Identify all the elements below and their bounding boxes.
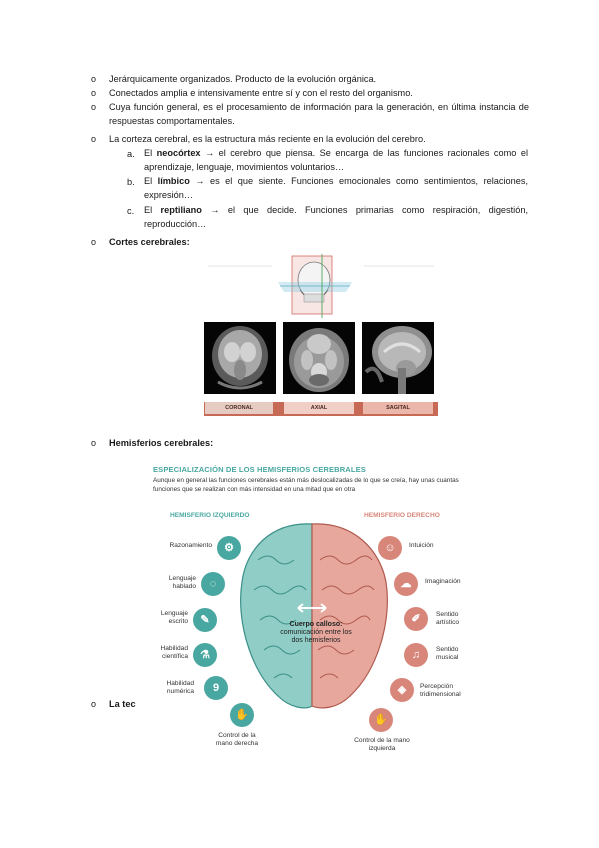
bullet-item: Conectados amplia e intensivamente entre… (109, 88, 413, 98)
speech-icon: ◌ (201, 572, 225, 596)
right-function-label: Imaginación (425, 578, 461, 585)
tab-coronal: CORONAL (205, 402, 273, 414)
tab-sagital: SAGITAL (363, 402, 433, 414)
bullet-item: Cuya función general, es el procesamient… (109, 102, 529, 126)
term: neocórtex (156, 148, 201, 158)
coronal-scan-image (204, 322, 276, 394)
figure-subtitle: Aunque en general las funciones cerebral… (153, 477, 459, 493)
brain-illustration (240, 523, 388, 709)
sublist-item: El reptiliano → el que decide. Funciones… (144, 205, 528, 229)
intuition-icon: ☺ (378, 536, 402, 560)
bullet-marker: o (91, 74, 97, 84)
bullet-marker: o (91, 699, 97, 709)
sublist-letter: c. (127, 206, 135, 216)
right-function-label: Sentido musical (436, 646, 459, 661)
corpus-callosum-label: Cuerpo calloso: comunicación entre los d… (280, 621, 352, 644)
axial-scan-image (283, 322, 355, 394)
bullet-item-truncated: La tec (109, 699, 136, 709)
number-icon: 9 (204, 676, 228, 700)
sublist-letter: a. (127, 149, 135, 159)
left-function-label: Habilidad numérica (166, 680, 195, 695)
section-heading: Cortes cerebrales: (109, 237, 190, 247)
bullet-marker: o (91, 438, 97, 448)
left-function-label: Lenguaje escrito (160, 610, 188, 625)
term: límbico (157, 176, 190, 186)
reasoning-icon: ⚙ (217, 536, 241, 560)
section-heading: Hemisferios cerebrales: (109, 438, 214, 448)
right-function-label: Intuición (409, 542, 434, 549)
bullet-marker: o (91, 102, 97, 112)
cube-icon: ◈ (390, 678, 414, 702)
figure-title: ESPECIALIZACIÓN DE LOS HEMISFERIOS CEREB… (153, 465, 366, 474)
sagittal-scan-image (362, 322, 434, 394)
writing-icon: ✎ (193, 608, 217, 632)
right-hemisphere-title: HEMISFERIO DERECHO (364, 512, 440, 519)
sublist-item: El neocórtex → el cerebro que piensa. Se… (144, 148, 528, 172)
imagination-icon: ☁ (394, 572, 418, 596)
music-icon: ♫ (404, 643, 428, 667)
term: reptiliano (160, 205, 202, 215)
bullet-marker: o (91, 237, 97, 247)
bullet-marker: o (91, 134, 97, 144)
sublist-letter: b. (127, 177, 135, 187)
bullet-item: Jerárquicamente organizados. Producto de… (109, 74, 377, 84)
left-function-label: Lenguaje hablado (168, 575, 196, 590)
right-function-label: Percepción tridimensional (420, 683, 461, 698)
left-function-label: Habilidad científica (160, 645, 189, 660)
bullet-marker: o (91, 88, 97, 98)
left-hemisphere-title: HEMISFERIO IZQUIERDO (170, 512, 250, 519)
right-function-label: Control de la mano izquierda (354, 737, 410, 752)
left-function-label: Razonamiento (169, 542, 212, 549)
left-function-label: Control de la mano derecha (215, 732, 259, 747)
art-icon: ✐ (404, 607, 428, 631)
tab-axial: AXIAL (284, 402, 354, 414)
sublist-item: El límbico → es el que siente. Funciones… (144, 176, 528, 200)
right-hand-icon: ✋ (230, 703, 254, 727)
left-hand-icon: ✋ (369, 708, 393, 732)
right-function-label: Sentido artístico (436, 611, 460, 626)
science-icon: ⚗ (193, 643, 217, 667)
bullet-item: La corteza cerebral, es la estructura má… (109, 134, 426, 144)
